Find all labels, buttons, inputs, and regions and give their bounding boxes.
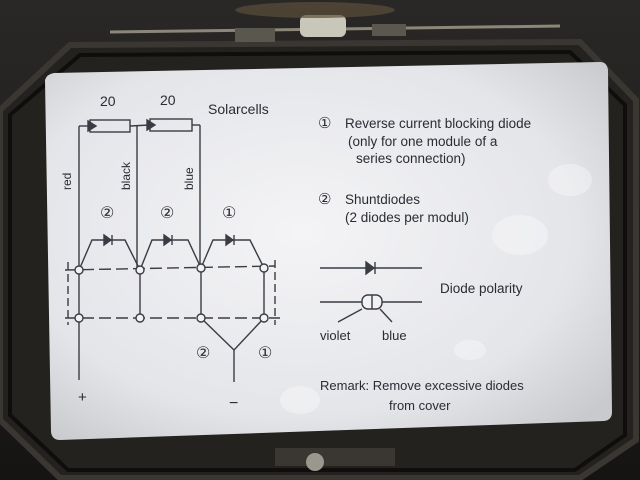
- remark-line-1: Remark: Remove excessive diodes: [320, 378, 524, 393]
- blocking-marker: ①: [222, 205, 236, 222]
- legend-blocking-title: Reverse current blocking diode: [345, 116, 531, 131]
- wire-label-black: black: [119, 161, 133, 190]
- wire-diode-icon: [300, 15, 346, 37]
- bottom-hardware: [275, 448, 395, 471]
- cell-value-right: 20: [160, 92, 176, 108]
- junction-nodes: [74, 263, 269, 323]
- blocking-marker-bottom: ①: [258, 345, 272, 362]
- plus-terminal: +: [78, 389, 87, 406]
- shunt-marker: ②: [100, 205, 114, 222]
- shunt-diode-icon: [103, 233, 113, 247]
- diode-polarity-label: Diode polarity: [440, 281, 523, 296]
- legend-blocking-note-2: series connection): [356, 151, 466, 166]
- shunt-marker: ②: [160, 205, 174, 222]
- legend-marker-1: ①: [318, 115, 331, 132]
- wire-label-blue: blue: [182, 167, 196, 190]
- legend-shunt-note: (2 diodes per modul): [345, 210, 469, 225]
- blue-label: blue: [382, 328, 407, 343]
- diode-symbol-icon: [365, 260, 376, 276]
- wire-label-red: red: [60, 173, 74, 190]
- laminate-glare: [280, 164, 592, 414]
- polarity-symbols: [320, 260, 422, 323]
- legend-shunt-title: Shuntdiodes: [345, 192, 420, 207]
- solarcells-label: Solarcells: [208, 101, 269, 117]
- label-sheet: [45, 62, 612, 440]
- minus-terminal: −: [229, 395, 238, 412]
- remark-line-2: from cover: [389, 398, 451, 413]
- top-wire: [109, 2, 561, 42]
- schematic: [64, 118, 280, 382]
- legend-marker-2: ②: [318, 191, 331, 208]
- cell-value-left: 20: [100, 93, 116, 109]
- shunt-diode-icon: [163, 233, 173, 247]
- violet-label: violet: [320, 328, 351, 343]
- blocking-diode-icon: [225, 233, 235, 247]
- shunt-marker-bottom: ②: [196, 345, 210, 362]
- legend-blocking-note-1: (only for one module of a: [348, 134, 498, 149]
